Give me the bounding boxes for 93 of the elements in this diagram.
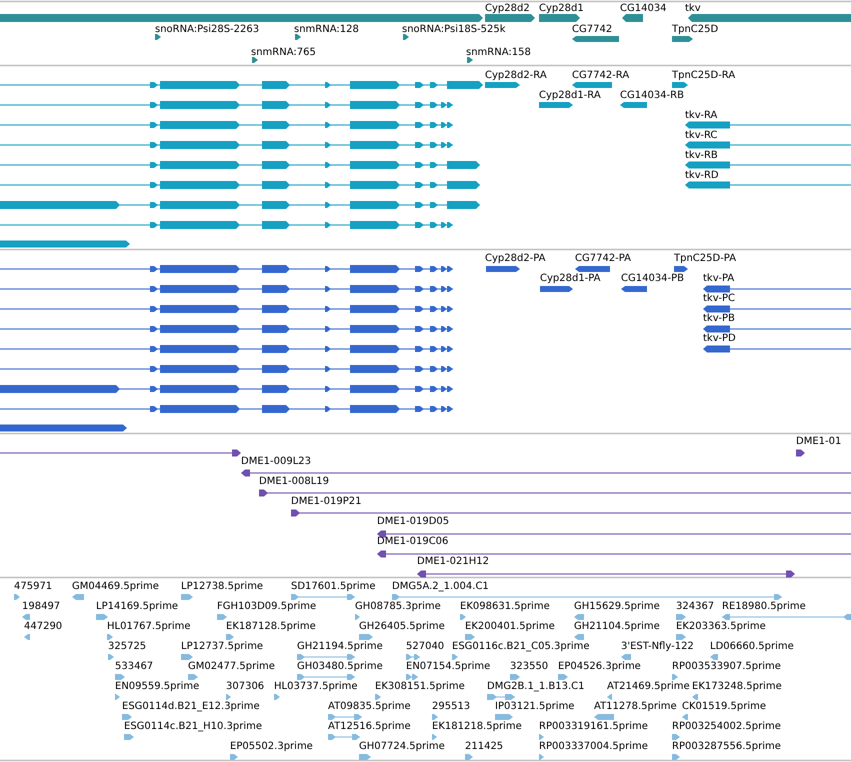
feature-label: RE18980.5prime [722,601,806,613]
feature-label: ESG0116c.B21_C05.3prime [452,641,590,653]
feature-label: DME1-01 [796,436,842,448]
feature-label: DME1-008L19 [259,476,329,488]
feature-label: DME1-019C06 [377,536,448,548]
feature-label: EK181218.5prime [432,721,522,733]
feature-label: TpnC25D-RA [672,70,736,82]
feature-label: snoRNA:Psi18S-525k [402,24,506,36]
feature-label: 475971 [14,581,52,593]
feature-label: EK173248.5prime [692,681,782,693]
feature-label: snmRNA:158 [466,47,531,59]
feature-label: CG14034 [620,3,667,15]
feature-label: GH03480.5prime [297,661,383,673]
feature-label: LP12738.5prime [181,581,264,593]
feature-label: DME1-021H12 [417,556,489,568]
feature-label: tkv-RB [685,150,718,162]
feature-label: EK187128.5prime [226,621,316,633]
feature-label: GH15629.5prime [574,601,660,613]
feature-label: EK200401.5prime [465,621,555,633]
feature-label: GM04469.5prime [72,581,159,593]
feature-label: RP003533907.5prime [672,661,781,673]
feature-label: 447290 [24,621,62,633]
feature-label: 295513 [432,701,470,713]
feature-label: tkv-PD [703,333,736,345]
feature-label: GH08785.3prime [355,601,441,613]
feature-label: 325725 [108,641,146,653]
feature-label: tkv-PA [703,273,734,285]
feature-label: GH26405.5prime [359,621,445,633]
feature-label: EK308151.5prime [375,681,465,693]
feature-label: tkv-RC [685,130,718,142]
feature-label: LP14169.5prime [96,601,178,613]
feature-label: CG7742-RA [572,70,630,82]
feature-label: CG14034-RB [620,90,684,102]
feature-label: tkv-PB [703,313,735,325]
feature-label: EP05502.3prime [230,741,313,753]
feature-label: snmRNA:765 [251,47,316,59]
feature-label: Cyp28d2-PA [485,253,546,265]
feature-label: 533467 [115,661,154,673]
feature-label: IP03121.5prime [495,701,574,713]
feature-label: Cyp28d2 [485,3,530,15]
feature-label: 323550 [510,661,548,673]
feature-label: LP12737.5prime [181,641,264,653]
feature-label: CK01519.5prime [682,701,766,713]
feature-label: GM02477.5prime [188,661,275,673]
feature-label: Cyp28d1 [539,3,584,15]
feature-label: tkv-RA [685,110,718,122]
feature-label: DMG2B.1_1.B13.C1 [487,681,584,693]
feature-label: 198497 [22,601,60,613]
feature-label: RP003337004.5prime [539,741,648,753]
feature-label: TpnC25D-PA [674,253,736,265]
feature-label: RP003319161.5prime [539,721,648,733]
feature-label: EN07154.5prime [406,661,490,673]
feature-label: snoRNA:Psi28S-2263 [155,24,260,36]
feature-label: TpnC25D [672,24,718,36]
feature-label: AT09835.5prime [328,701,411,713]
feature-label: DME1-009L23 [241,456,311,468]
feature-label: RP003287556.5prime [672,741,781,753]
feature-label: AT11278.5prime [594,701,677,713]
feature-label: tkv-RD [685,170,719,182]
feature-label: EK098631.5prime [460,601,550,613]
feature-label: 307306 [226,681,264,693]
feature-label: tkv-PC [703,293,735,305]
feature-label: 324367 [676,601,714,613]
feature-label: GH21104.5prime [574,621,660,633]
feature-label: Cyp28d2-RA [485,70,547,82]
feature-label: 3'EST-Nfly-122 [621,641,694,653]
feature-label: AT21469.5prime [607,681,690,693]
feature-label: SD17601.5prime [291,581,376,593]
feature-label: EP04526.3prime [558,661,641,673]
feature-label: CG14034-PB [621,273,684,285]
feature-label: CG7742 [572,24,612,36]
feature-label: GH07724.5prime [359,741,445,753]
feature-label: tkv [685,3,701,15]
feature-label: Cyp28d1-RA [539,90,601,102]
feature-label: FGH103D09.5prime [217,601,316,613]
feature-label: DMG5A.2_1.004.C1 [392,581,489,593]
feature-label: DME1-019P21 [291,496,362,508]
feature-label: RP003254002.5prime [672,721,781,733]
feature-label: GH21194.5prime [297,641,383,653]
feature-label: HL03737.5prime [274,681,358,693]
feature-label: 527040 [406,641,444,653]
feature-label: LD06660.5prime [710,641,794,653]
feature-label: HL01767.5prime [107,621,191,633]
feature-label: CG7742-PA [575,253,632,265]
feature-label: snmRNA:128 [294,24,359,36]
feature-label: 211425 [465,741,504,753]
feature-label: EN09559.5prime [115,681,200,693]
feature-label: Cyp28d1-PA [540,273,601,285]
feature-label: DME1-019D05 [377,516,450,528]
feature-label: ESG0114d.B21_E12.3prime [122,701,260,713]
feature-label: ESG0114c.B21_H10.3prime [124,721,262,733]
feature-label: AT12516.5prime [328,721,411,733]
feature-label: EK203363.5prime [676,621,766,633]
